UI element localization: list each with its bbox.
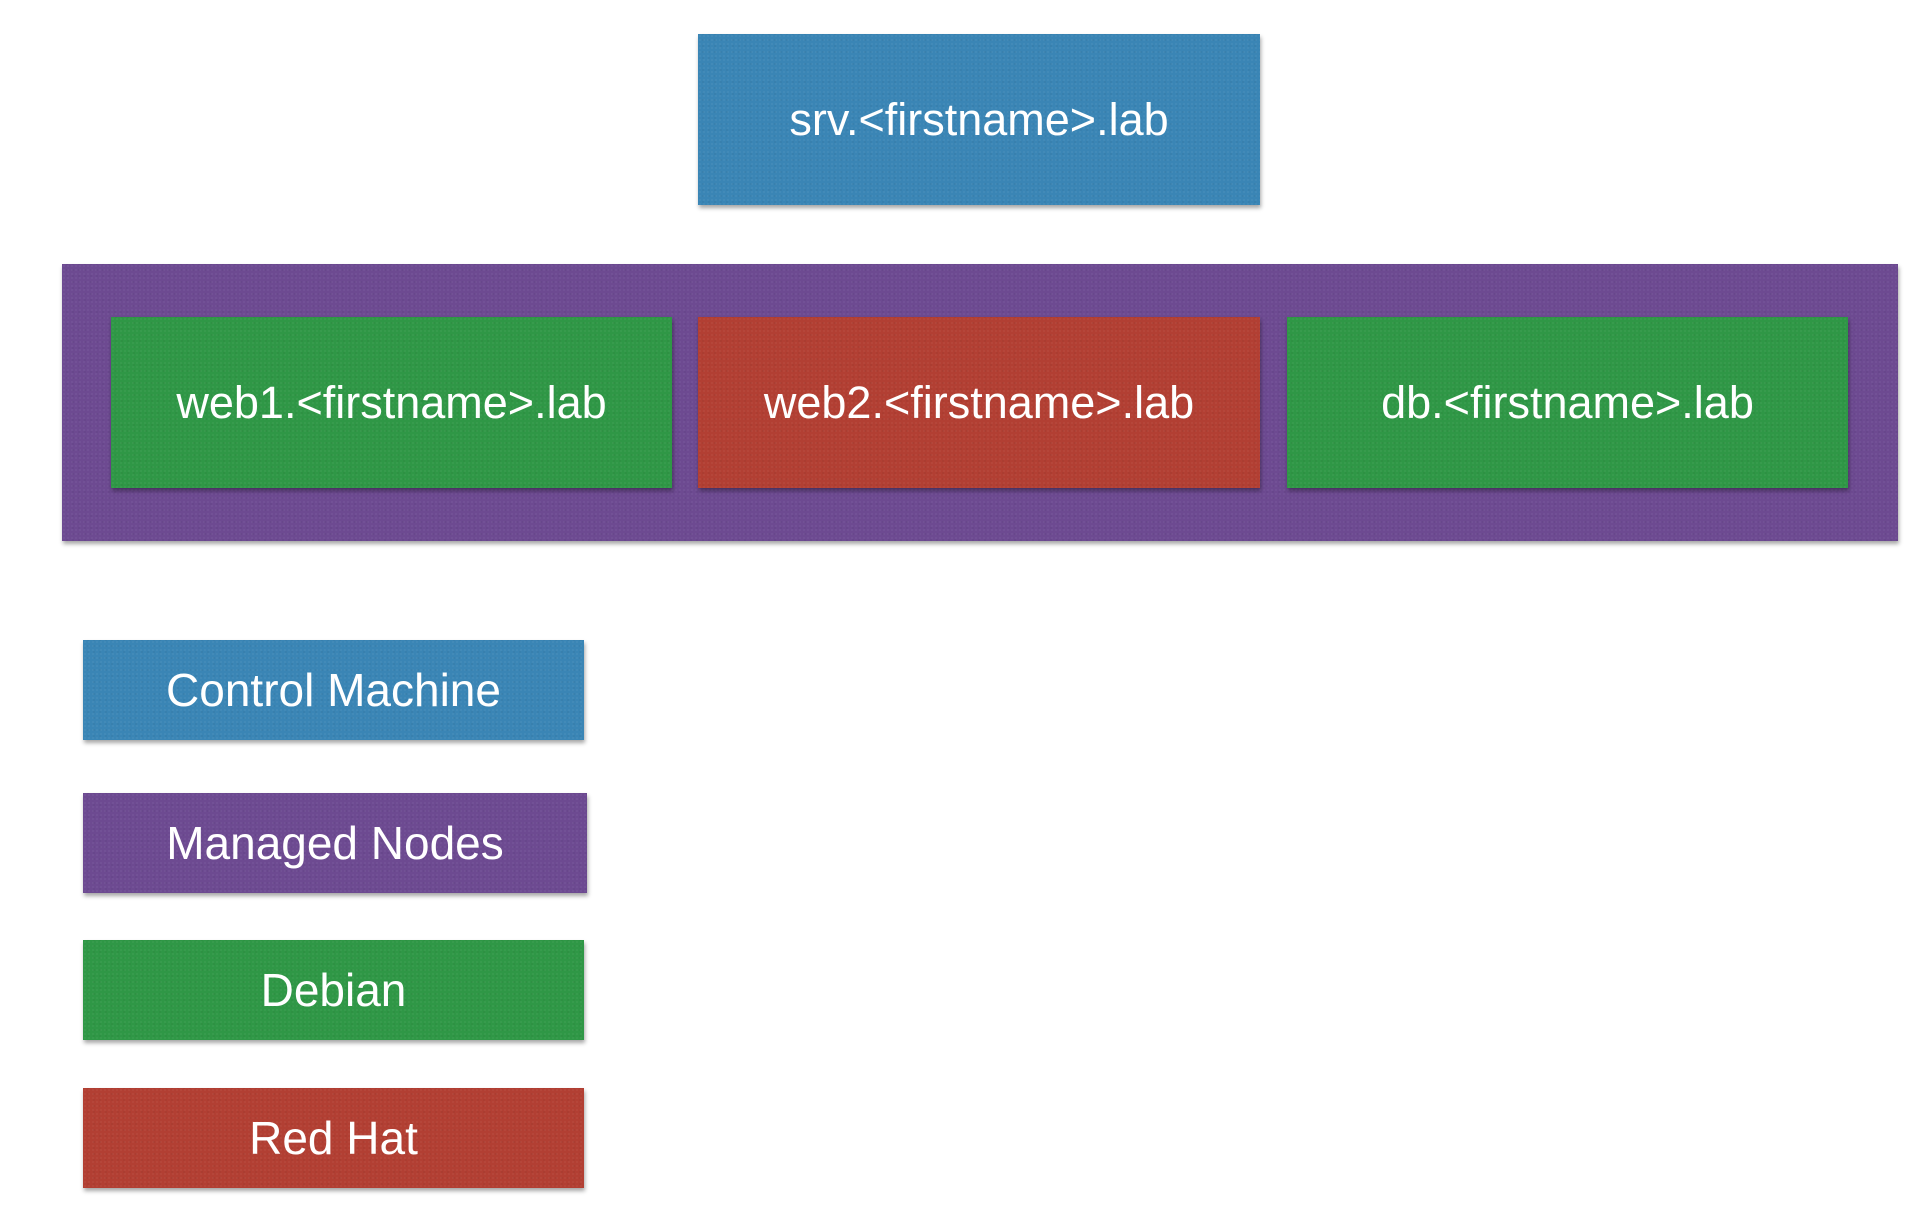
managed-node-db: db.<firstname>.lab: [1287, 317, 1848, 488]
managed-node-db-label: db.<firstname>.lab: [1381, 376, 1754, 428]
legend-red-hat: Red Hat: [83, 1088, 584, 1188]
control-node-label: srv.<firstname>.lab: [789, 93, 1169, 145]
legend-managed-nodes: Managed Nodes: [83, 793, 587, 893]
legend-managed-nodes-label: Managed Nodes: [166, 817, 504, 869]
control-node-srv: srv.<firstname>.lab: [698, 34, 1260, 205]
managed-node-web2: web2.<firstname>.lab: [698, 317, 1260, 488]
legend-debian-label: Debian: [260, 964, 407, 1016]
legend-debian: Debian: [83, 940, 584, 1040]
managed-node-web1: web1.<firstname>.lab: [111, 317, 672, 488]
legend-red-hat-label: Red Hat: [249, 1112, 418, 1164]
managed-node-web2-label: web2.<firstname>.lab: [763, 376, 1195, 428]
legend-control-machine: Control Machine: [83, 640, 584, 740]
legend-control-machine-label: Control Machine: [166, 664, 501, 716]
managed-node-web1-label: web1.<firstname>.lab: [176, 376, 607, 428]
